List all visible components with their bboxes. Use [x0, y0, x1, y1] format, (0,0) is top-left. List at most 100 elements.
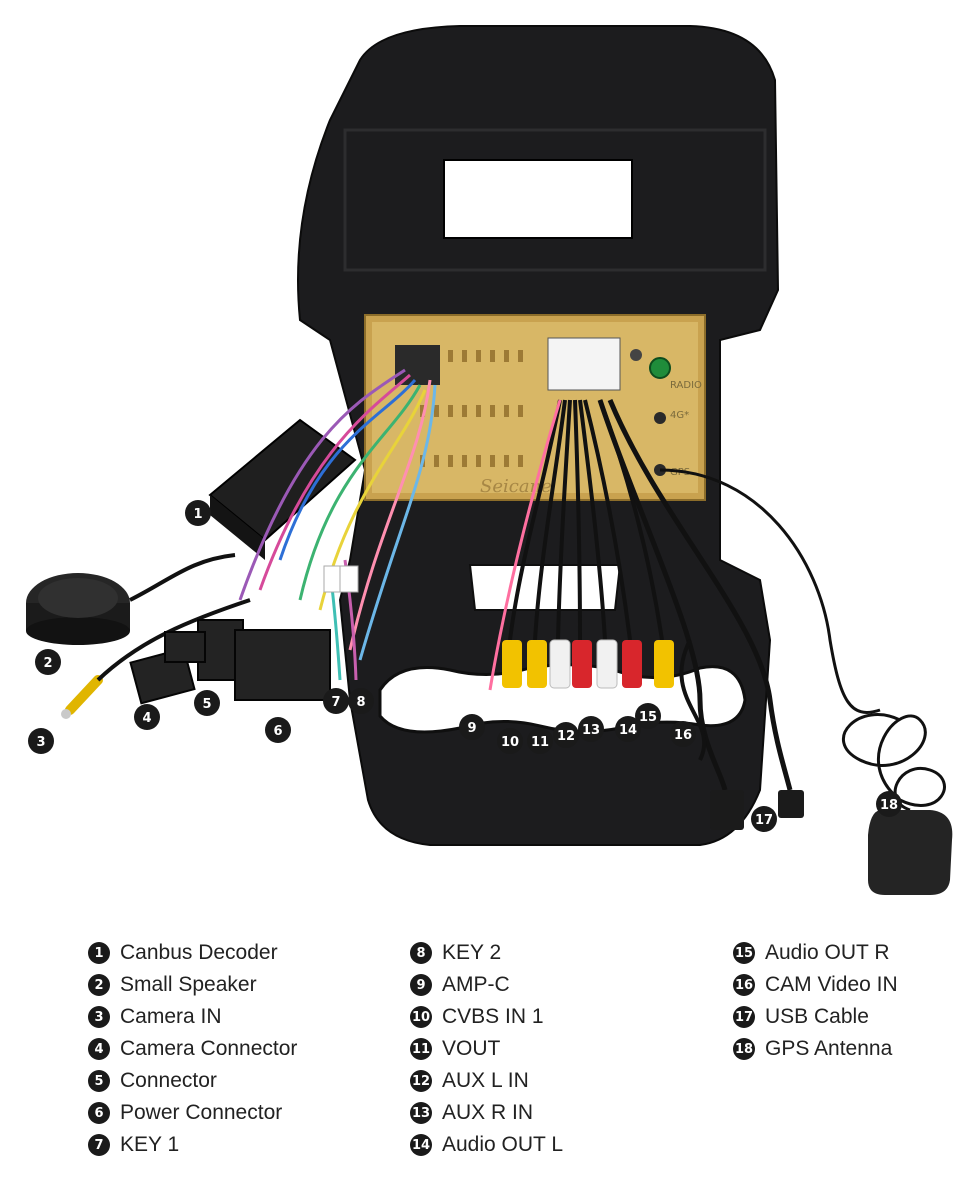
legend-number-badge: 14	[410, 1134, 432, 1156]
svg-text:16: 16	[674, 728, 692, 743]
legend-label: Camera Connector	[120, 1037, 298, 1060]
legend-number-badge: 15	[733, 942, 755, 964]
legend-item-audio-out-l: 14 Audio OUT L	[410, 1129, 740, 1161]
callout-13: 13	[578, 716, 604, 742]
usb-cable	[597, 399, 804, 830]
legend-label: Connector	[120, 1069, 217, 1092]
svg-text:5: 5	[202, 697, 211, 712]
legend-number-badge: 2	[88, 974, 110, 996]
legend-item-connector: 5 Connector	[88, 1065, 418, 1097]
legend-number-badge: 11	[410, 1038, 432, 1060]
legend-item-canbus-decoder: 1 Canbus Decoder	[88, 937, 418, 969]
callout-8: 8	[348, 688, 374, 714]
legend-item-gps-antenna: 18 GPS Antenna	[733, 1033, 980, 1065]
ground-post	[630, 349, 642, 361]
callout-11: 11	[527, 728, 553, 754]
legend-label: VOUT	[442, 1037, 501, 1060]
av-socket	[547, 337, 621, 391]
legend-item-power-connector: 6 Power Connector	[88, 1097, 418, 1129]
svg-text:8: 8	[356, 695, 365, 710]
svg-text:3: 3	[36, 735, 45, 750]
legend-number-badge: 1	[88, 942, 110, 964]
callout-10: 10	[497, 728, 523, 754]
svg-text:2: 2	[43, 656, 52, 671]
radio-socket	[649, 357, 671, 379]
callout-6: 6	[265, 717, 291, 743]
svg-text:17: 17	[755, 813, 773, 828]
svg-text:1: 1	[193, 507, 202, 522]
legend-label: KEY 1	[120, 1133, 180, 1156]
svg-text:12: 12	[557, 729, 575, 744]
legend-label: Small Speaker	[120, 973, 257, 996]
callout-14: 14	[615, 716, 641, 742]
legend-number-badge: 10	[410, 1006, 432, 1028]
legend-number-badge: 16	[733, 974, 755, 996]
rca-cables	[488, 399, 664, 691]
legend-number-badge: 18	[733, 1038, 755, 1060]
svg-text:7: 7	[331, 695, 340, 710]
canbus-decoder	[208, 418, 357, 560]
wiring-diagram: RADIO 4G* GPS Seicane	[26, 25, 953, 895]
svg-text:13: 13	[582, 723, 600, 738]
legend-label: KEY 2	[442, 941, 502, 964]
legend-number-badge: 3	[88, 1006, 110, 1028]
svg-text:11: 11	[531, 735, 549, 750]
callout-markers: 1 2 3 4 5 6 7 8 9 10 11 12 13 14 15 16 1…	[28, 500, 902, 832]
small-speaker	[26, 553, 236, 645]
svg-text:4: 4	[142, 711, 151, 726]
legend-number-badge: 12	[410, 1070, 432, 1092]
legend-label: Audio OUT R	[765, 941, 890, 964]
4g-port-label: 4G*	[670, 410, 689, 421]
legend-item-key-1: 7 KEY 1	[88, 1129, 418, 1161]
legend-number-badge: 17	[733, 1006, 755, 1028]
svg-text:10: 10	[501, 735, 519, 750]
callout-5: 5	[194, 690, 220, 716]
legend-label: Power Connector	[120, 1101, 283, 1124]
legend-number-badge: 5	[88, 1070, 110, 1092]
legend-item-cam-video-in: 16 CAM Video IN	[733, 969, 980, 1001]
key1-tag	[323, 565, 343, 593]
svg-text:9: 9	[467, 721, 476, 736]
legend-number-badge: 4	[88, 1038, 110, 1060]
callout-7: 7	[323, 688, 349, 714]
legend-label: CAM Video IN	[765, 973, 898, 996]
svg-text:14: 14	[619, 723, 637, 738]
key2-tag	[339, 565, 359, 593]
connector-blocks	[129, 619, 331, 705]
legend-label: AUX R IN	[442, 1101, 534, 1124]
legend-label: Audio OUT L	[442, 1133, 564, 1156]
callout-12: 12	[553, 722, 579, 748]
legend-number-badge: 8	[410, 942, 432, 964]
callout-3: 3	[28, 728, 54, 754]
legend-item-camera-connector: 4 Camera Connector	[88, 1033, 418, 1065]
callout-9: 9	[459, 714, 485, 740]
legend-number-badge: 13	[410, 1102, 432, 1124]
callout-1: 1	[185, 500, 211, 526]
4g-socket	[654, 412, 666, 424]
callout-17: 17	[751, 806, 777, 832]
callout-18: 18	[876, 791, 902, 817]
radio-port-label: RADIO	[670, 380, 702, 391]
legend-number-badge: 6	[88, 1102, 110, 1124]
legend-label: Canbus Decoder	[120, 941, 278, 964]
rca-plugs	[502, 639, 674, 689]
legend-item-audio-out-r: 15 Audio OUT R	[733, 937, 980, 969]
svg-text:18: 18	[880, 798, 898, 813]
svg-text:6: 6	[273, 724, 282, 739]
legend-item-vout: 11 VOUT	[410, 1033, 740, 1065]
legend-item-aux-r-in: 13 AUX R IN	[410, 1097, 740, 1129]
vent-slot	[468, 564, 622, 611]
legend-item-small-speaker: 2 Small Speaker	[88, 969, 418, 1001]
legend-label: AMP-C	[442, 973, 510, 996]
legend-label: GPS Antenna	[765, 1037, 893, 1060]
legend-number-badge: 7	[88, 1134, 110, 1156]
gps-antenna	[659, 468, 953, 895]
harness-wires	[238, 368, 437, 661]
harness-socket	[395, 345, 440, 385]
